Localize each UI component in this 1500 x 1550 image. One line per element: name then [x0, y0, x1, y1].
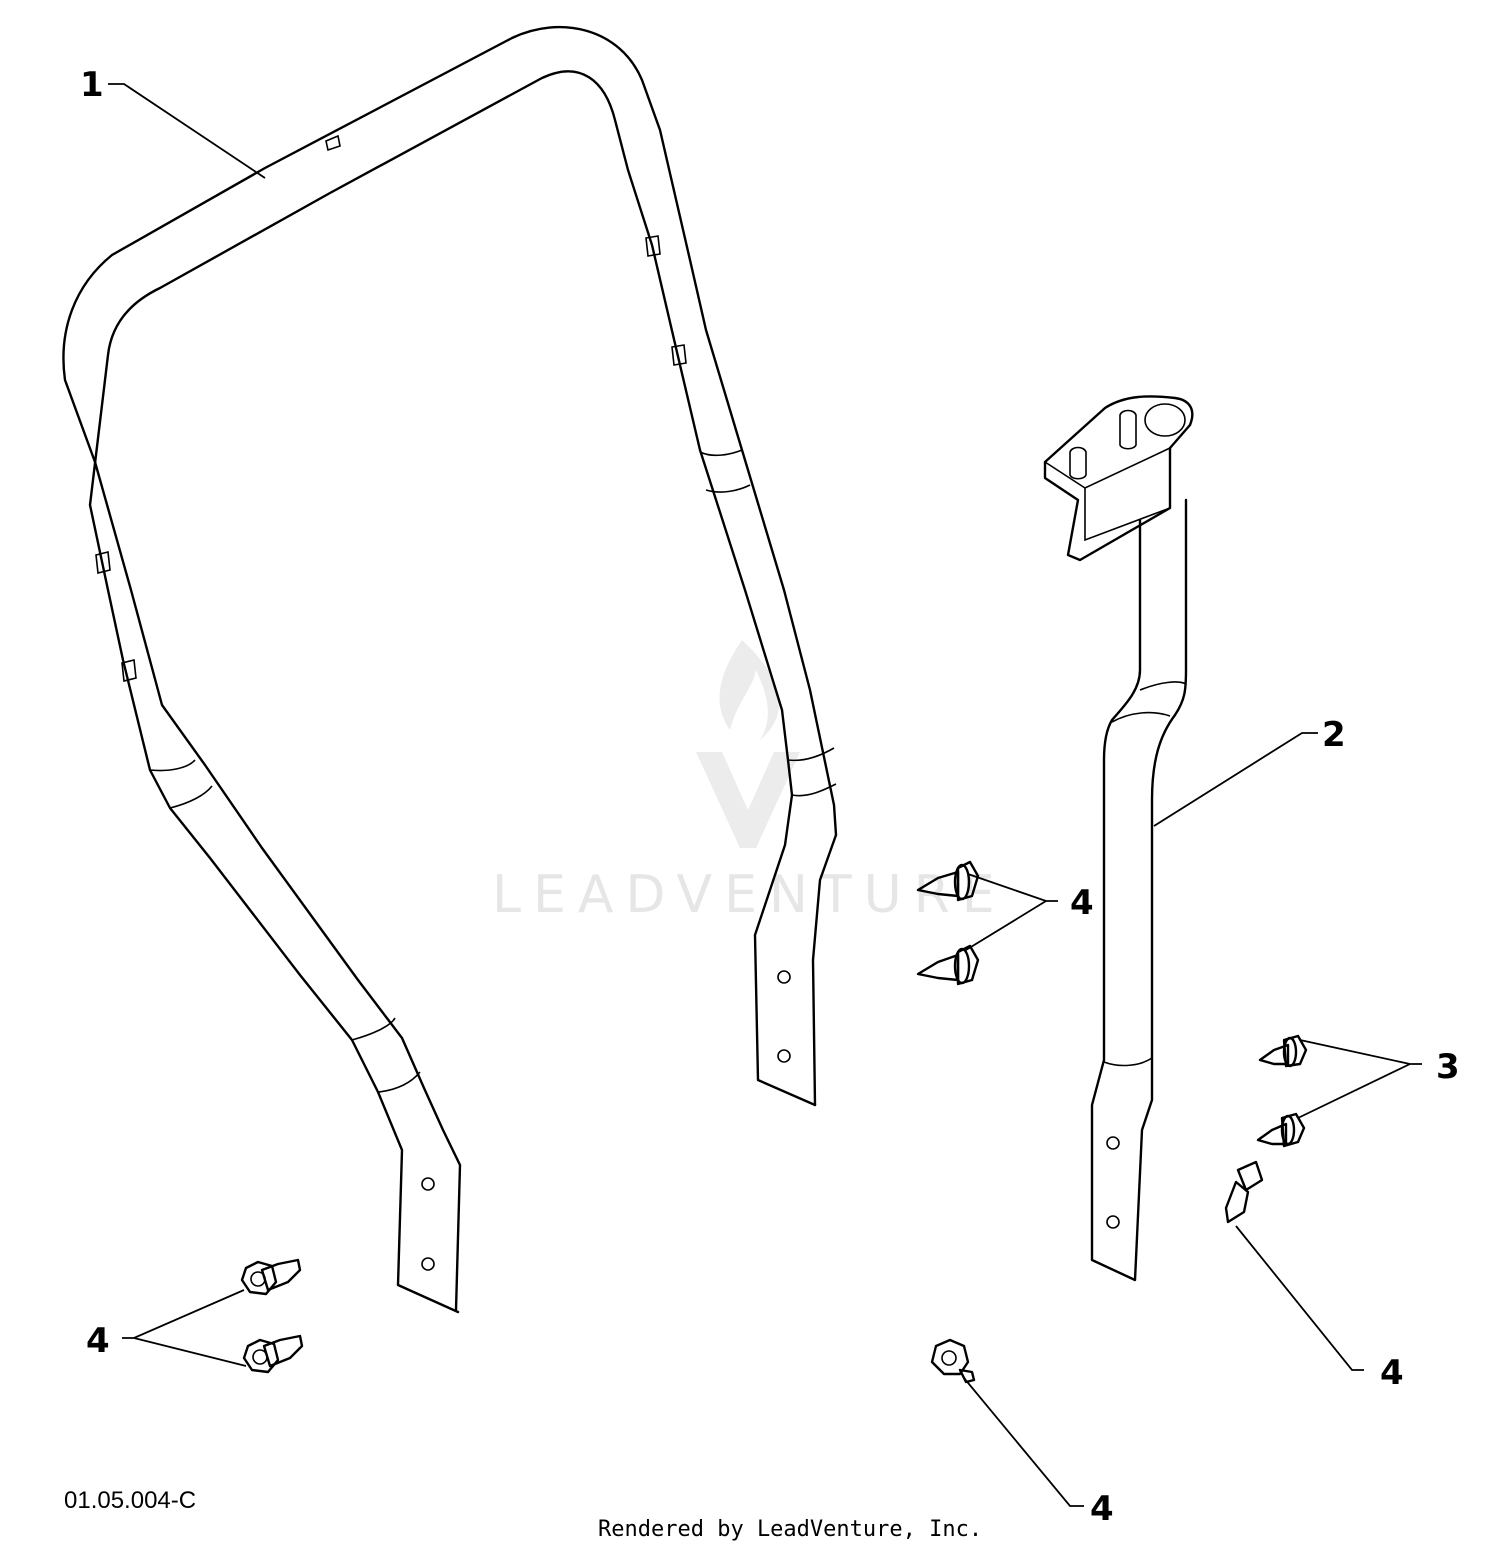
callout-3: 3 [1436, 1047, 1460, 1087]
footer-credit: Rendered by LeadVenture, Inc. [598, 1517, 982, 1542]
bolt-right-vertical [1224, 1160, 1264, 1224]
hoop-inner-edge [88, 70, 817, 1314]
watermark-text: LEADVENTURE [492, 865, 1007, 925]
callout-4-right: 4 [1380, 1353, 1404, 1393]
leader-1 [108, 83, 266, 179]
bracket-pin-2 [1069, 446, 1087, 480]
bracket-round-hole [1144, 403, 1186, 437]
leader-4-right [1235, 1225, 1364, 1371]
bolt-center-lower [916, 944, 980, 986]
bracket-plate [1043, 395, 1194, 562]
bar-shading [1103, 681, 1187, 1067]
bolts [240, 860, 1308, 1384]
bolt-right-upper [1258, 1034, 1308, 1068]
bolt-left-upper [240, 1258, 302, 1296]
leader-4-center [965, 873, 1058, 951]
hoop-tab-marks [95, 134, 687, 682]
bar-mount-hole-bottom [1106, 1215, 1120, 1229]
diagram-code: 01.05.004-C [64, 1487, 196, 1514]
hoop-outer-edge [62, 25, 838, 1312]
bracket-pin-1 [1119, 409, 1137, 450]
part-2-support-bar [1043, 395, 1194, 1282]
callout-4-bottom: 4 [1090, 1489, 1114, 1529]
callout-4-center: 4 [1070, 883, 1094, 923]
bolt-bottom [930, 1338, 976, 1384]
hoop-shading-right [699, 449, 837, 797]
leadventure-logo-icon [696, 640, 800, 848]
bar-mount-hole-top [1106, 1136, 1120, 1150]
leader-4-bottom [963, 1377, 1084, 1507]
bar-outline [1090, 498, 1188, 1282]
callout-2: 2 [1322, 715, 1346, 755]
hoop-shading-left [149, 759, 421, 1093]
bolt-right-lower [1256, 1112, 1306, 1148]
part-1-hoop-frame [62, 25, 838, 1314]
leader-2 [1153, 732, 1318, 827]
watermark: LEADVENTURE [492, 640, 1007, 925]
hoop-mount-hole-right-bottom [777, 1049, 791, 1063]
leader-3 [1297, 1039, 1422, 1119]
hoop-mount-hole-left-top [421, 1177, 435, 1191]
callout-4-left: 4 [86, 1321, 110, 1361]
bracket-fold [1044, 447, 1171, 542]
bolt-left-lower [242, 1334, 304, 1374]
leader-lines [108, 83, 1422, 1507]
hoop-mount-hole-right-top [777, 970, 791, 984]
callouts: 1 2 3 4 4 4 4 [80, 65, 1460, 1529]
bolt-center-upper [916, 860, 980, 902]
leader-4-left [122, 1289, 247, 1367]
hoop-mount-hole-left-bottom [421, 1257, 435, 1271]
callout-1: 1 [80, 65, 104, 105]
